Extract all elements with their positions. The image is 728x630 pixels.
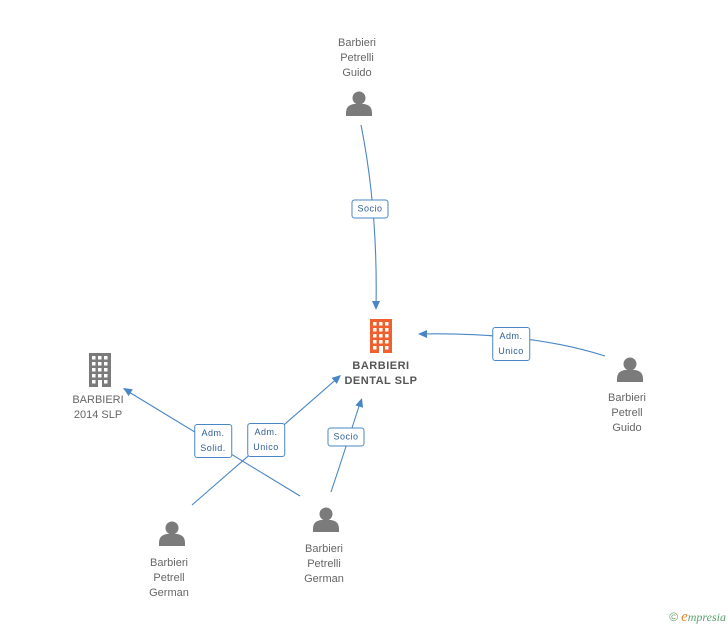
building-icon[interactable] [89,353,111,387]
person-icon[interactable] [617,357,643,383]
arrowhead-icon [418,330,427,338]
building-icon[interactable] [370,319,392,353]
edge-label-socio[interactable]: Socio [351,199,389,219]
empresia-footer[interactable]: ©empresia [669,609,726,626]
person-icon[interactable] [159,521,185,547]
edge-label-adm-unico[interactable]: Adm. Unico [247,423,285,457]
person-icon[interactable] [313,507,339,533]
copyright-symbol: © [669,610,679,624]
edge-german_mid-to-dental [330,398,364,493]
node-label-dental[interactable]: BARBIERI DENTAL SLP [344,360,418,387]
arrowhead-icon [355,398,364,408]
brand-logo-initial: e [681,609,688,625]
edge-label-adm-solid[interactable]: Adm. Solid. [194,424,232,458]
edge-line [330,399,362,493]
node-label-guido-right[interactable]: Barbieri Petrell Guido [608,392,646,434]
arrowhead-icon [123,388,133,397]
edge-label-socio[interactable]: Socio [327,427,365,447]
edge-label-adm-unico[interactable]: Adm. Unico [492,327,530,361]
person-icon[interactable] [346,91,372,117]
node-label-german-mid[interactable]: Barbieri Petrelli German [304,543,344,585]
arrowhead-icon [372,301,380,310]
node-label-guido-top[interactable]: Barbieri Petrelli Guido [338,37,376,79]
node-label-slp2014[interactable]: BARBIERI 2014 SLP [72,394,124,421]
arrowhead-icon [331,375,341,384]
brand-logo-text: mpresia [687,610,726,624]
node-label-german-left[interactable]: Barbieri Petrell German [149,557,189,599]
